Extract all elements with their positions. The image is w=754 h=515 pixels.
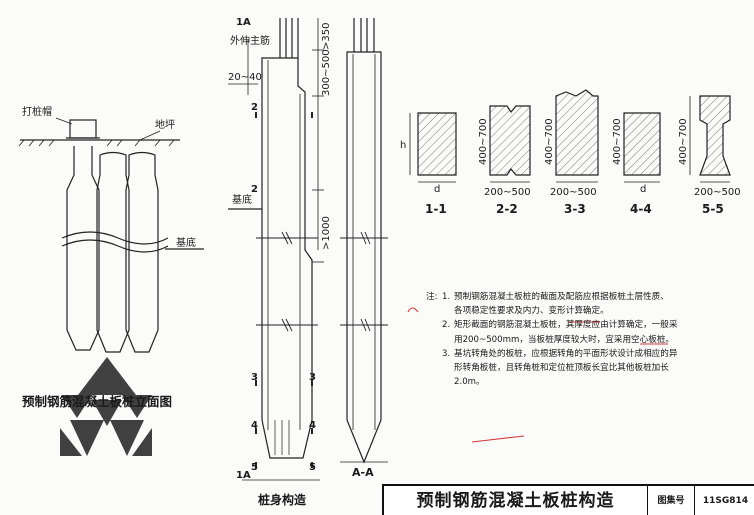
watermark-logo [60, 357, 152, 456]
pile-3 [125, 151, 159, 353]
aa-title: A-A [352, 466, 374, 479]
body-title: 桩身构造 [258, 492, 307, 507]
dim-350: >350 [321, 23, 332, 50]
elevation-title: 预制钢筋混凝土板桩立面图 [22, 394, 172, 409]
note-1-line-2: 各项稳定性要求及内力、变形计算确定。 [454, 306, 609, 317]
atlas-code: 11SG814 [702, 496, 749, 506]
section-title-2-2: 2-2 [496, 202, 518, 216]
label-d-1: d [434, 184, 440, 195]
notes-block: 注: 1. 预制钢筋混凝土板桩的截面及配筋应根据板桩土层性质、 各项稳定性要求及… [426, 290, 726, 389]
label-h: h [400, 140, 406, 151]
cross-sections [409, 89, 731, 183]
note-2-number: 2. [442, 320, 451, 331]
pile-1 [66, 146, 100, 351]
section-title-5-5: 5-5 [702, 202, 724, 216]
label-ground: 地坪 [155, 118, 175, 131]
section-label-5a: 5 [251, 462, 258, 473]
section-5-5 [699, 95, 731, 176]
label-base-mid: 基底 [232, 193, 252, 206]
dim-300-500: 300~500 [321, 49, 332, 96]
label-pile-cap: 打桩帽 [22, 105, 52, 118]
aa-outline [346, 51, 382, 464]
section-4-4 [623, 112, 661, 176]
section-mark-top: 1A [236, 17, 251, 28]
pile-body-view [228, 18, 324, 481]
note-3-number: 3. [442, 348, 451, 359]
title-block: 预制钢筋混凝土板桩构造 图集号 11SG814 [382, 484, 754, 515]
section-label-3a: 3 [251, 372, 258, 383]
pile-cap [69, 119, 97, 139]
dim-400-700-a: 400~700 [478, 118, 489, 165]
note-1-line-1: 预制钢筋混凝土板桩的截面及配筋应根据板桩土层性质、 [454, 292, 669, 302]
section-label-2a: 2 [251, 102, 258, 113]
notes-prefix: 注: [426, 292, 438, 302]
dim-400-700-d: 400~700 [678, 118, 689, 165]
red-annotations [407, 307, 668, 443]
ground-hatch [18, 139, 175, 147]
dim-200-500-a: 200~500 [484, 187, 531, 198]
atlas-number-label: 图集号 [648, 486, 695, 515]
section-2-2 [489, 105, 531, 176]
dim-200-500-c: 200~500 [694, 187, 741, 198]
red-stroke [471, 435, 525, 443]
note-2-line-1: 矩形截面的钢筋混凝土板桩，其厚度应由计算确定，一般采 [454, 320, 678, 331]
pile-2 [96, 151, 130, 353]
note-3-line-1: 基坑转角处的板桩，应根据转角的平面形状设计成相应的异 [454, 348, 678, 359]
section-label-4a: 4 [251, 420, 258, 431]
note-3-line-2: 形转角板桩，且转角桩和定位桩顶板长宜比其他板桩加长 [454, 363, 669, 374]
note-3-line-3: 2.0m。 [454, 377, 485, 388]
dim-20-40: 20~40 [228, 72, 262, 83]
note-2-line-2: 用200~500mm，当板桩厚度较大时，宜采用空心板桩。 [454, 334, 675, 345]
section-label-5b: 5 [309, 462, 316, 473]
label-base-left: 基底 [176, 236, 196, 249]
break-line-top [61, 231, 169, 245]
break-line-bottom [61, 239, 169, 253]
elevation-view [18, 117, 204, 353]
label-d-4: d [640, 184, 646, 195]
aa-view [340, 18, 388, 464]
dim-1000: >1000 [321, 216, 332, 250]
note-1-number: 1. [442, 292, 451, 302]
section-3-3 [555, 89, 599, 176]
dim-200-500-b: 200~500 [550, 187, 597, 198]
red-mark-1 [407, 307, 419, 313]
note-2: 2. 矩形截面的钢筋混凝土板桩，其厚度应由计算确定，一般采 [426, 318, 726, 332]
section-title-1-1: 1-1 [425, 202, 447, 216]
note-1: 注: 1. 预制钢筋混凝土板桩的截面及配筋应根据板桩土层性质、 [426, 290, 726, 304]
section-1-1 [417, 112, 457, 176]
section-title-3-3: 3-3 [564, 202, 586, 216]
pile-body-outline [261, 57, 313, 459]
section-label-4b: 4 [309, 420, 316, 431]
note-3: 3. 基坑转角处的板桩，应根据转角的平面形状设计成相应的异 [426, 347, 726, 361]
dim-400-700-c: 400~700 [612, 118, 623, 165]
label-extend-bar: 外伸主筋 [230, 34, 270, 47]
section-label-3b: 3 [309, 372, 316, 383]
section-label-2b: 2 [251, 184, 258, 195]
section-mark-bottom: 1A [236, 470, 251, 481]
drawing-title: 预制钢筋混凝土板桩构造 [384, 486, 648, 515]
dim-400-700-b: 400~700 [544, 118, 555, 165]
section-title-4-4: 4-4 [630, 202, 652, 216]
